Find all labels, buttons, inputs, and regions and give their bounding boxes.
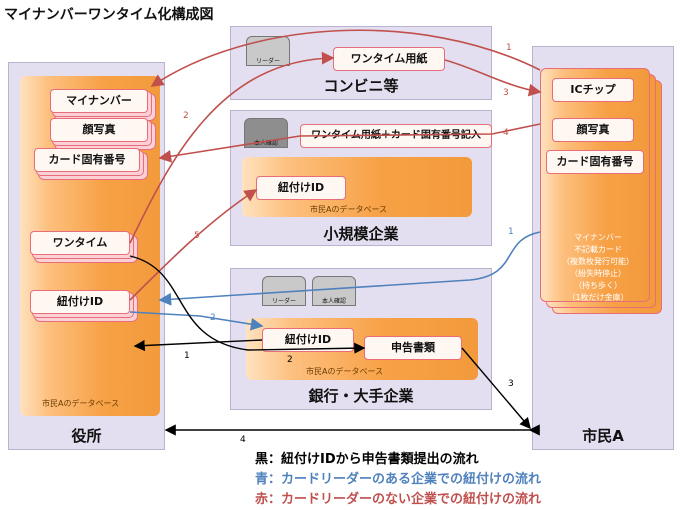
red-arrow-4 bbox=[158, 123, 541, 163]
black-arrow-2 bbox=[129, 255, 366, 354]
card-ic-chip: ICチップ bbox=[552, 78, 634, 102]
black-number-2: 2 bbox=[287, 355, 293, 365]
bank-id-check-label: 本人確認 bbox=[321, 298, 346, 305]
black-number-4: 4 bbox=[240, 435, 246, 445]
konbini-card-reader: リーダー bbox=[246, 36, 290, 66]
card-small-link-id: 紐付けID bbox=[256, 176, 346, 200]
red-number-2: 2 bbox=[183, 111, 189, 121]
card-link-id: 紐付けID bbox=[30, 290, 130, 314]
note-line: （持ち歩く） bbox=[574, 281, 622, 290]
small-company-id-check-label: 本人確認 bbox=[253, 140, 278, 147]
legend-red: 赤：カードリーダーのない企業での紐付けの流れ bbox=[255, 492, 542, 507]
card-onetime-paper: ワンタイム用紙 bbox=[333, 47, 445, 71]
blue-arrow-1 bbox=[158, 231, 541, 306]
red-number-1: 1 bbox=[506, 43, 512, 53]
yakusho-db-label: 市民Aのデータベース bbox=[42, 399, 120, 408]
card-onetime: ワンタイム bbox=[30, 231, 130, 255]
legend-blue: 青：カードリーダーのある企業での紐付けの流れ bbox=[255, 472, 542, 487]
black-arrow-3 bbox=[461, 347, 531, 430]
red-number-3: 3 bbox=[503, 88, 509, 98]
note-line: （1枚だけ金庫） bbox=[567, 293, 629, 302]
citizen-mynumber-card bbox=[540, 68, 650, 302]
note-line: （複数枚発行可能） bbox=[562, 257, 634, 266]
blue-number-1: 1 bbox=[508, 227, 514, 237]
red-number-5: 5 bbox=[194, 231, 200, 241]
card-citizen-face-photo: 顔写真 bbox=[552, 118, 634, 142]
citizen-card-note: マイナンバー 不記載カード （複数枚発行可能） （紛失時停止） （持ち歩く） （… bbox=[549, 232, 647, 304]
small-company-label: 小規模企業 bbox=[323, 225, 399, 243]
diagram-title: マイナンバーワンタイム化構成図 bbox=[4, 7, 214, 23]
konbini-label: コンビニ等 bbox=[323, 77, 399, 95]
konbini-reader-label: リーダー bbox=[255, 58, 280, 65]
small-company-db-label: 市民Aのデータベース bbox=[310, 205, 388, 214]
citizen-label: 市民A bbox=[582, 427, 624, 445]
bank-id-check: 本人確認 bbox=[312, 276, 356, 306]
red-arrow-1 bbox=[150, 29, 541, 87]
red-arrow-5 bbox=[129, 189, 258, 301]
yakusho-label: 役所 bbox=[71, 427, 102, 445]
note-line: 不記載カード bbox=[574, 245, 622, 254]
card-citizen-serial-number: カード固有番号 bbox=[546, 150, 644, 174]
bank-db-label: 市民Aのデータベース bbox=[306, 367, 384, 376]
blue-number-2: 2 bbox=[210, 313, 216, 323]
blue-arrow-2 bbox=[129, 311, 264, 331]
red-arrow-2 bbox=[129, 51, 335, 244]
card-mynumber: マイナンバー bbox=[50, 89, 148, 113]
card-bank-link-id: 紐付けID bbox=[262, 328, 354, 352]
card-face-photo: 顔写真 bbox=[50, 118, 148, 142]
black-number-3: 3 bbox=[508, 379, 514, 389]
red-arrow-3 bbox=[444, 59, 542, 97]
card-tax-document: 申告書類 bbox=[364, 336, 462, 360]
legend-black: 黒：紐付けIDから申告書類提出の流れ bbox=[255, 452, 479, 467]
black-arrow-1 bbox=[133, 339, 263, 352]
bank-reader-label: リーダー bbox=[271, 298, 296, 305]
note-line: （紛失時停止） bbox=[570, 269, 626, 278]
note-line: マイナンバー bbox=[574, 233, 622, 242]
bank-label: 銀行・大手企業 bbox=[308, 387, 414, 405]
black-number-1: 1 bbox=[184, 351, 190, 361]
card-serial-number: カード固有番号 bbox=[34, 148, 140, 172]
red-number-4: 4 bbox=[503, 128, 509, 138]
